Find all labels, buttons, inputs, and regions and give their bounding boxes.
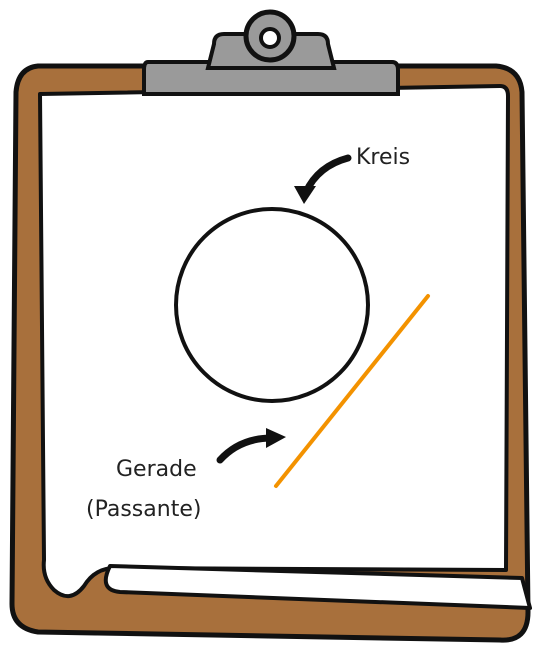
label-circle: Kreis — [356, 145, 410, 170]
arrow-to-circle-head — [294, 186, 316, 204]
circle-shape — [174, 207, 370, 403]
label-line-type: (Passante) — [86, 497, 201, 522]
paper-curl — [103, 564, 532, 610]
secant-line-passante — [274, 294, 430, 488]
paper-sheet — [38, 84, 510, 598]
clipboard-clip-hole — [259, 27, 281, 49]
label-line-word: Gerade — [116, 457, 197, 482]
arrow-to-line-head — [266, 428, 286, 448]
